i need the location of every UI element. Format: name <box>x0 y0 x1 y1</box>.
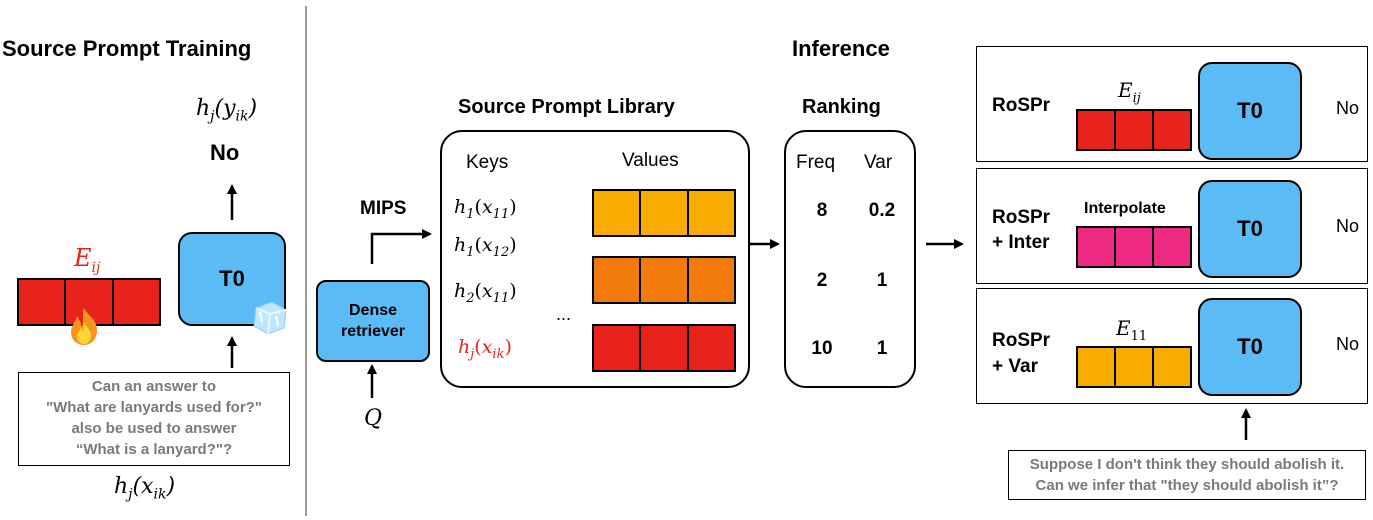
library-value-orange <box>592 256 736 304</box>
value-cell <box>594 326 642 370</box>
value-cell <box>641 326 689 370</box>
prompt-cell <box>1154 348 1190 386</box>
method-name-rospr-inter: RoSPr + Inter <box>992 205 1050 255</box>
method-rospr-prompt-label: Eij <box>1118 78 1141 106</box>
method-var-prompt <box>1076 346 1192 388</box>
method-var-prompt-label: E11 <box>1116 316 1148 344</box>
prompt-cell <box>1116 348 1154 386</box>
training-example-line: Can an answer to <box>91 378 217 395</box>
method-rospr-t0-model: T0 <box>1198 62 1302 160</box>
inference-example-line: Suppose I don't think they should abolis… <box>1029 456 1345 473</box>
value-cell <box>641 191 689 235</box>
library-key-highlighted: hj(xik) <box>458 336 512 362</box>
training-example-line: also be used to answer <box>71 420 237 437</box>
training-example-line: “What is a lanyard?"? <box>75 441 233 458</box>
library-key-1: h1(x11) <box>454 196 517 222</box>
prompt-cell <box>1078 228 1116 266</box>
ranking-freq-2: 2 <box>816 270 828 291</box>
ranking-var-1: 0.2 <box>868 200 896 221</box>
value-cell <box>689 258 734 302</box>
inference-example-box: Suppose I don't think they should abolis… <box>1008 450 1366 500</box>
method-name-line: + Inter <box>992 232 1050 253</box>
library-title: Source Prompt Library <box>458 96 675 118</box>
library-value-red <box>592 324 736 372</box>
ranking-var-3: 1 <box>876 338 888 359</box>
prompt-cell <box>1116 228 1154 266</box>
ranking-header-freq: Freq <box>796 152 836 173</box>
prompt-cell <box>1154 228 1190 266</box>
ice-cube-icon <box>253 301 287 335</box>
ranking-var-2: 1 <box>876 270 888 291</box>
training-example-box: Can an answer to "What are lanyards used… <box>18 372 290 466</box>
method-interpolate-label: Interpolate <box>1084 200 1166 217</box>
values-header: Values <box>622 150 679 171</box>
value-cell <box>689 191 734 235</box>
mips-label: MIPS <box>360 198 407 219</box>
method-var-t0-model: T0 <box>1198 298 1302 396</box>
prompt-cell <box>114 280 159 324</box>
method-rospr-output: No <box>1336 98 1360 118</box>
value-cell <box>641 258 689 302</box>
inference-example-line: Can we infer that "they should abolish i… <box>1035 477 1339 494</box>
fire-icon <box>71 308 98 345</box>
ranking-freq-1: 8 <box>816 200 828 221</box>
method-inter-t0-model: T0 <box>1198 180 1302 278</box>
inference-title: Inference <box>792 36 890 61</box>
ranking-header-var: Var <box>864 152 893 173</box>
dense-retriever: Dense retriever <box>316 280 430 362</box>
method-name-line: RoSPr <box>992 330 1051 351</box>
method-inter-output: No <box>1336 216 1360 236</box>
dense-retriever-label: Dense retriever <box>340 302 406 340</box>
ranking-freq-3: 10 <box>811 338 833 359</box>
method-rospr-prompt <box>1076 109 1192 151</box>
query-label: Q <box>364 406 383 431</box>
arrow-mips <box>370 229 432 264</box>
library-value-yellow <box>592 189 736 237</box>
prompt-cell <box>1078 111 1116 149</box>
prompt-cell <box>1154 111 1190 149</box>
library-key-2: h1(x12) <box>454 234 517 260</box>
prompt-cell <box>66 280 114 324</box>
prompt-cell <box>1116 111 1154 149</box>
training-prompt-label: Eij <box>74 244 101 276</box>
method-name-line: + Var <box>992 356 1038 377</box>
prompt-cell <box>1078 348 1116 386</box>
library-key-3: h2(x11) <box>454 280 517 306</box>
method-var-output: No <box>1336 334 1360 354</box>
value-cell <box>689 326 734 370</box>
value-cell <box>594 191 642 235</box>
training-input-function: hj(xik) <box>114 474 176 503</box>
keys-header: Keys <box>466 152 509 173</box>
library-key-ellipsis: ... <box>556 304 572 324</box>
method-name-line: RoSPr <box>992 207 1051 228</box>
method-name-rospr-var: RoSPr + Var <box>992 328 1050 380</box>
training-title: Source Prompt Training <box>2 36 252 61</box>
ranking-box <box>784 130 916 388</box>
ranking-title: Ranking <box>802 96 881 118</box>
prompt-cell <box>19 280 67 324</box>
training-output-label: No <box>210 140 240 165</box>
value-cell <box>594 258 642 302</box>
training-output-function: hj(yik) <box>196 96 258 125</box>
training-example-line: "What are lanyards used for?" <box>46 399 262 416</box>
method-interpolate-prompt <box>1076 226 1192 268</box>
method-name-rospr: RoSPr <box>992 95 1051 116</box>
